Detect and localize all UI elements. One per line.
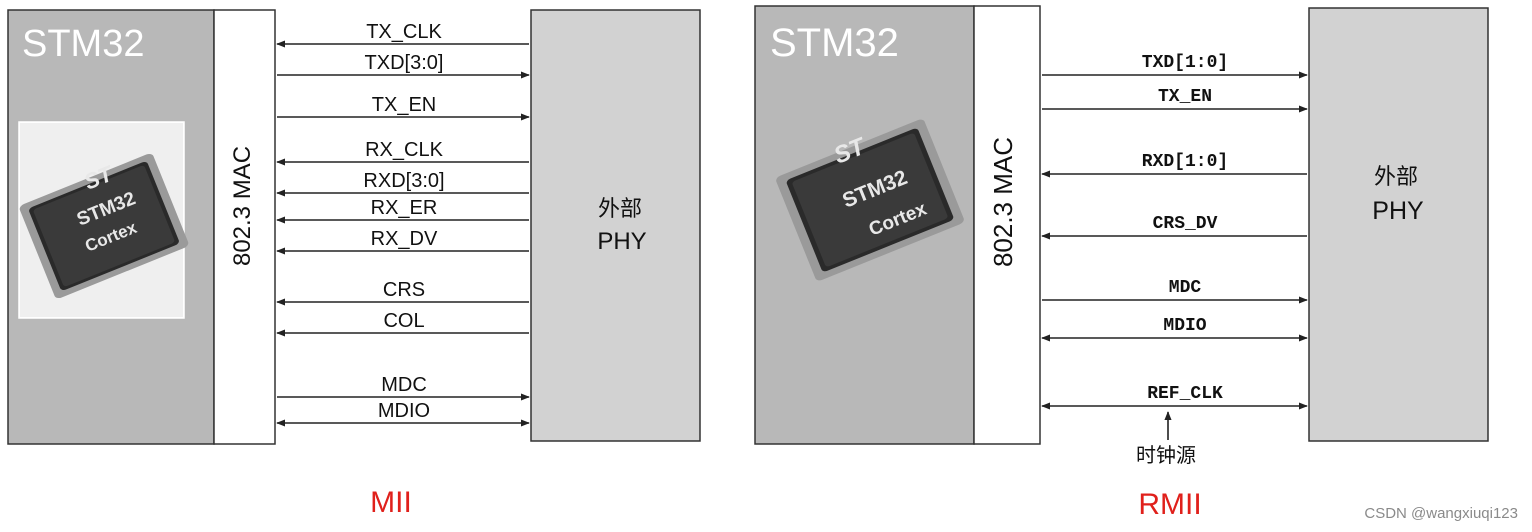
mii-signal-label-tx-en: TX_EN	[372, 94, 436, 116]
mii-signal-label-rxd-3-0: RXD[3:0]	[363, 170, 444, 192]
mii-phy-block	[530, 9, 701, 442]
mii-signal-label-col: COL	[383, 310, 424, 332]
mii-signal-label-rx-clk: RX_CLK	[365, 139, 443, 161]
watermark: CSDN @wangxiuqi123	[1364, 505, 1518, 522]
mii-phy-label-cn: 外部	[598, 197, 642, 222]
rmii-signal-label-ref-clk: REF_CLK	[1147, 384, 1223, 404]
rmii-signal-label-rxd-1-0: RXD[1:0]	[1142, 152, 1228, 172]
rmii-signal-label-mdio: MDIO	[1163, 316, 1206, 336]
rmii-diagram: STM32 ST STM32 Cortex 802.3 MAC 外部 PHY T…	[754, 5, 1489, 521]
rmii-phy-label: PHY	[1372, 197, 1424, 225]
mii-caption: MII	[370, 486, 412, 519]
mii-phy-label: PHY	[597, 228, 646, 255]
mii-signal-label-tx-clk: TX_CLK	[366, 21, 442, 43]
rmii-signal-label-mdc: MDC	[1169, 278, 1202, 298]
rmii-phy-label-cn: 外部	[1374, 165, 1418, 190]
rmii-chip-image: ST STM32 Cortex	[776, 119, 964, 281]
mii-mac-label: 802.3 MAC	[229, 146, 256, 266]
mii-signal-label-txd-3-0: TXD[3:0]	[365, 52, 444, 74]
rmii-stm32-label: STM32	[770, 21, 899, 65]
rmii-signal-lines: TXD[1:0] TX_EN RXD[1:0] CRS_DV MDC MDIO REF_CL…	[1041, 53, 1308, 410]
rmii-mac-label: 802.3 MAC	[988, 137, 1018, 267]
rmii-caption: RMII	[1138, 488, 1201, 521]
mii-signal-label-mdc: MDC	[381, 374, 427, 396]
rmii-clock-source-label: 时钟源	[1136, 443, 1196, 467]
mii-signal-label-crs: CRS	[383, 279, 425, 301]
mii-signal-lines: TX_CLK TXD[3:0] TX_EN RX_CLK RXD[3:0] RX_ER RX…	[276, 21, 530, 427]
rmii-signal-label-txd-1-0: TXD[1:0]	[1142, 53, 1228, 73]
mii-mac-block	[213, 9, 276, 445]
rmii-signal-label-crs-dv: CRS_DV	[1153, 214, 1218, 234]
mii-signal-label-rx-er: RX_ER	[371, 197, 438, 219]
mii-signal-label-mdio: MDIO	[378, 400, 430, 422]
mii-stm32-label: STM32	[22, 23, 144, 65]
mii-chip-image: ST STM32 Cortex	[18, 121, 189, 319]
rmii-phy-block	[1308, 7, 1489, 442]
rmii-mac-block	[973, 5, 1041, 445]
mii-diagram: STM32 ST STM32 Cortex 802.3 MAC 外部 PHY T…	[7, 9, 701, 519]
mii-signal-label-rx-dv: RX_DV	[371, 228, 438, 250]
rmii-signal-label-tx-en: TX_EN	[1158, 87, 1212, 107]
